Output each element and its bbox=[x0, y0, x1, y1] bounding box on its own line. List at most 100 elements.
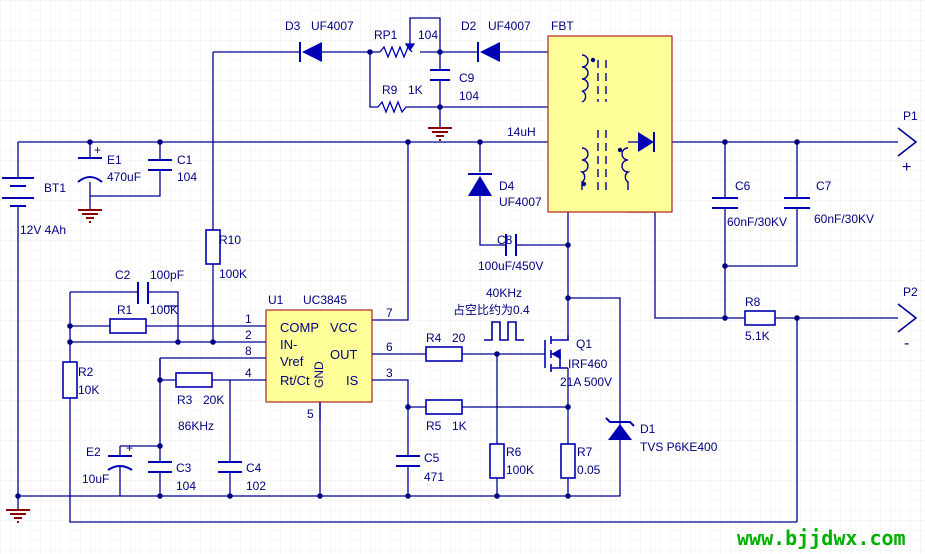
d1-label: D1 bbox=[640, 422, 656, 436]
c3-label: C3 bbox=[176, 461, 192, 475]
ic-pin-in-label: IN- bbox=[280, 337, 297, 352]
ic-pin-2-number: 2 bbox=[245, 328, 252, 342]
r9-value-label: 1K bbox=[408, 83, 423, 97]
ic-pin-is-label: IS bbox=[346, 373, 359, 388]
d4-label: D4 bbox=[499, 179, 515, 193]
r2-resistor bbox=[62, 361, 78, 399]
ic-pin-4-number: 4 bbox=[245, 366, 252, 380]
c3-value-label: 104 bbox=[176, 479, 196, 493]
u1-ic bbox=[248, 309, 390, 420]
wire-top-rail bbox=[213, 51, 583, 55]
fbt-value-label: 14uH bbox=[507, 125, 536, 139]
ic-pin-vref-label: Vref bbox=[280, 354, 304, 369]
r10-label: R10 bbox=[219, 233, 241, 247]
ic-pin-rtct-label: Rt/Ct bbox=[280, 373, 310, 388]
p2-sign-label: - bbox=[904, 335, 909, 352]
r4-value-label: 20 bbox=[452, 331, 466, 345]
u1-part-label: UC3845 bbox=[303, 293, 347, 307]
e1-capacitor bbox=[77, 157, 103, 183]
r5-value-label: 1K bbox=[452, 419, 467, 433]
r2-value-label: 10K bbox=[78, 383, 99, 397]
c9-label: C9 bbox=[459, 71, 475, 85]
d2-part-label: UF4007 bbox=[488, 19, 531, 33]
e1-plus-sign: + bbox=[94, 143, 101, 157]
r2-label: R2 bbox=[78, 365, 94, 379]
r8-resistor bbox=[744, 310, 776, 326]
c7-value-label: 60nF/30KV bbox=[814, 212, 874, 226]
c2-label: C2 bbox=[115, 268, 131, 282]
ic-pin-out-label: OUT bbox=[330, 347, 358, 362]
ic-pin-3-number: 3 bbox=[386, 366, 393, 380]
r3-label: R3 bbox=[177, 393, 193, 407]
r10-resistor bbox=[205, 229, 221, 265]
ground-symbols bbox=[6, 127, 452, 523]
e2-label: E2 bbox=[86, 445, 101, 459]
ic-pin-5-number: 5 bbox=[307, 407, 314, 421]
wire-d4-c8 bbox=[479, 142, 568, 246]
r6-label: R6 bbox=[506, 445, 522, 459]
duty-cycle-label: 占空比约为0.4 bbox=[453, 302, 530, 317]
d2-label: D2 bbox=[461, 19, 477, 33]
c9-value-label: 104 bbox=[459, 89, 479, 103]
r3-resistor bbox=[175, 372, 213, 388]
rp1-value-label: 104 bbox=[418, 28, 438, 42]
c1-value-label: 104 bbox=[177, 170, 197, 184]
c4-value-label: 102 bbox=[246, 479, 266, 493]
e1-label: E1 bbox=[107, 153, 122, 167]
oscillator-frequency-label: 86KHz bbox=[178, 419, 214, 433]
r6-value-label: 100K bbox=[506, 463, 534, 477]
ic-pin-6-number: 6 bbox=[386, 340, 393, 354]
r7-label: R7 bbox=[577, 445, 593, 459]
rp1-potentiometer bbox=[379, 43, 416, 59]
c7-label: C7 bbox=[816, 179, 832, 193]
wire-rp1-wiper bbox=[409, 17, 441, 52]
wire-tvs-top bbox=[568, 297, 621, 428]
c5-label: C5 bbox=[424, 451, 440, 465]
r9-label: R9 bbox=[382, 83, 398, 97]
bt1-value-label: 12V 4Ah bbox=[20, 223, 66, 237]
wire-e2 bbox=[119, 445, 160, 496]
r5-label: R5 bbox=[426, 419, 442, 433]
r3-value-label: 20K bbox=[203, 393, 224, 407]
ic-pin-vcc-label: VCC bbox=[330, 320, 357, 335]
wire-c2 bbox=[70, 291, 179, 307]
watermark-text: www.bjjdwx.com bbox=[737, 526, 906, 550]
c8-label: C8 bbox=[497, 233, 513, 247]
c3-c4-c5-capacitors bbox=[148, 455, 420, 473]
r4-label: R4 bbox=[426, 331, 442, 345]
r9-resistor bbox=[377, 100, 410, 114]
u1-label: U1 bbox=[268, 293, 284, 307]
pwm-waveform-icon bbox=[484, 321, 524, 341]
q1-part-label: IRF460 bbox=[568, 357, 608, 371]
d3-diode bbox=[299, 42, 322, 62]
r6-resistor bbox=[489, 443, 505, 479]
labels: D3 UF4007 RP1 104 D2 UF4007 FBT C9 104 R… bbox=[20, 19, 918, 550]
e1-value-label: 470uF bbox=[107, 170, 141, 184]
d4-diode bbox=[468, 173, 492, 196]
c6-label: C6 bbox=[735, 179, 751, 193]
c2-capacitor bbox=[137, 282, 149, 304]
d1-tvs-diode bbox=[605, 417, 635, 440]
d3-label: D3 bbox=[285, 19, 301, 33]
output-terminals bbox=[897, 127, 918, 333]
ic-pin-7-number: 7 bbox=[386, 306, 393, 320]
bt1-battery bbox=[2, 177, 34, 207]
ic-pin-gnd-label: GND bbox=[312, 361, 326, 388]
wire-c7 bbox=[725, 142, 798, 267]
d3-part-label: UF4007 bbox=[311, 19, 354, 33]
e2-plus-sign: + bbox=[126, 441, 133, 455]
q1-rating-label: 21A 500V bbox=[560, 375, 612, 389]
wire-p2-return bbox=[69, 398, 797, 523]
r4-resistor bbox=[425, 346, 463, 362]
r8-label: R8 bbox=[745, 295, 761, 309]
r7-value-label: 0.05 bbox=[577, 463, 601, 477]
q1-mosfet bbox=[544, 335, 569, 372]
wire-is-r5 bbox=[390, 379, 568, 408]
e2-capacitor bbox=[107, 455, 133, 471]
bt1-label: BT1 bbox=[44, 181, 66, 195]
q1-label: Q1 bbox=[576, 337, 592, 351]
wire-ground-rail bbox=[18, 440, 621, 497]
c2-value-label: 100pF bbox=[150, 268, 184, 282]
c9-capacitor bbox=[430, 69, 450, 81]
